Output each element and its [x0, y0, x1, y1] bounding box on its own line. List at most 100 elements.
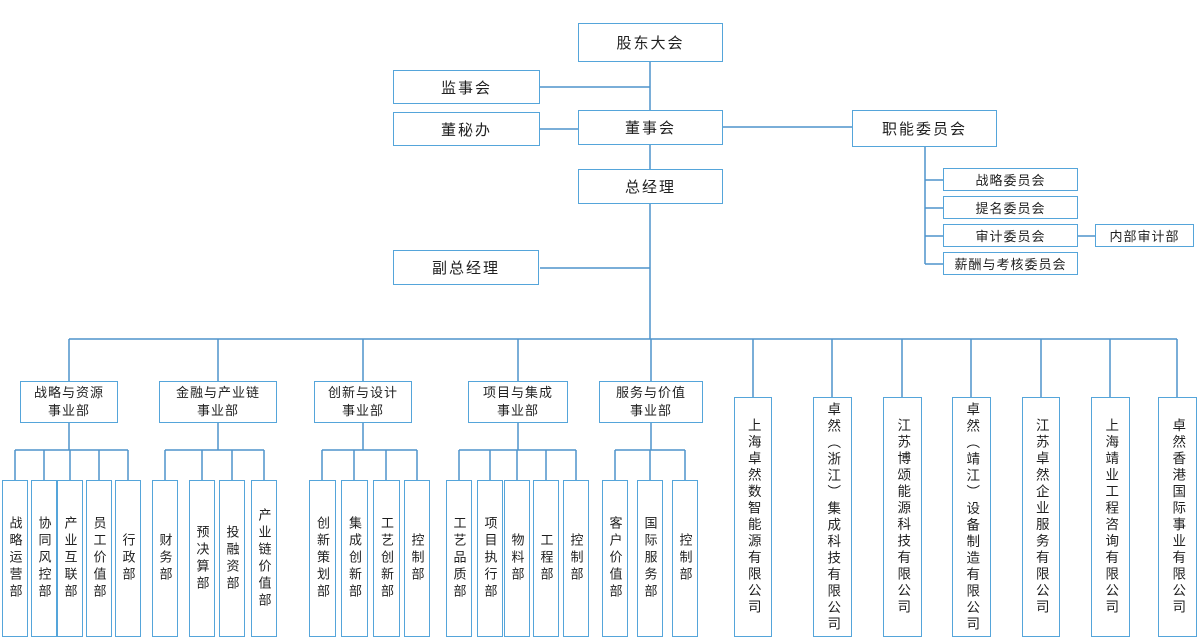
node-board-of-directors: 董事会	[578, 110, 723, 145]
division-line1: 战略与资源	[33, 385, 104, 401]
node-label: 战略委员会	[975, 173, 1046, 188]
node-subsidiary: 卓然香港国际事业有限公司	[1158, 397, 1197, 637]
division-line1: 项目与集成	[482, 385, 553, 401]
node-dept: 控制部	[563, 480, 589, 637]
node-dept: 客户价值部	[602, 480, 628, 637]
node-label: 产业链价值部	[256, 507, 272, 610]
node-dept: 控制部	[672, 480, 698, 637]
node-supervisory-board: 监事会	[393, 70, 540, 104]
node-dept: 物料部	[504, 480, 530, 637]
node-division-finance-industry-chain: 金融与产业链 事业部	[159, 381, 277, 423]
node-committee-nomination: 提名委员会	[943, 196, 1078, 219]
node-division-strategy-resources: 战略与资源 事业部	[20, 381, 118, 423]
node-label: 控制部	[568, 533, 584, 584]
node-label: 创新策划部	[315, 516, 330, 601]
node-label: 集成创新部	[347, 516, 362, 601]
node-dept: 协同风控部	[31, 480, 57, 637]
node-dept: 控制部	[404, 480, 430, 637]
node-dept: 员工价值部	[86, 480, 112, 637]
node-label: 卓然（浙江）集成科技有限公司	[825, 401, 841, 633]
node-label: 工艺创新部	[379, 516, 394, 601]
node-label: 职能委员会	[881, 122, 967, 138]
node-shareholders-meeting: 股东大会	[578, 23, 723, 62]
node-label: 审计委员会	[975, 229, 1046, 244]
node-label: 上海靖业工程咨询有限公司	[1103, 418, 1119, 616]
node-label: 上海卓然数智能源有限公司	[745, 418, 761, 616]
node-division-service-value: 服务与价值 事业部	[599, 381, 703, 423]
node-deputy-general-manager: 副总经理	[393, 250, 539, 285]
node-subsidiary: 江苏博颂能源科技有限公司	[883, 397, 922, 637]
node-label: 副总经理	[431, 261, 500, 277]
node-label: 董事会	[624, 121, 676, 137]
node-label: 卓然香港国际事业有限公司	[1170, 418, 1186, 616]
node-dept: 集成创新部	[341, 480, 368, 637]
node-internal-audit-dept: 内部审计部	[1095, 224, 1194, 247]
node-label: 协同风控部	[36, 516, 52, 601]
node-label: 客户价值部	[607, 516, 623, 601]
node-label: 监事会	[440, 80, 492, 97]
node-label: 项目与集成 事业部	[483, 384, 553, 419]
node-subsidiary: 卓然（浙江）集成科技有限公司	[813, 397, 852, 637]
node-dept: 工程部	[533, 480, 559, 637]
node-dept: 投融资部	[219, 480, 245, 637]
node-label: 员工价值部	[91, 516, 107, 601]
node-dept: 产业链价值部	[251, 480, 277, 637]
node-label: 物料部	[509, 533, 525, 584]
node-label: 提名委员会	[975, 201, 1046, 216]
node-subsidiary: 江苏卓然企业服务有限公司	[1022, 397, 1060, 637]
node-dept: 战略运营部	[2, 480, 28, 637]
node-label: 薪酬与考核委员会	[954, 257, 1067, 272]
division-line2: 事业部	[496, 403, 539, 418]
node-label: 创新与设计 事业部	[328, 384, 398, 419]
node-label: 国际服务部	[642, 516, 658, 601]
node-label: 董秘办	[440, 122, 492, 139]
node-label: 总经理	[624, 180, 676, 196]
division-line2: 事业部	[629, 403, 672, 418]
node-label: 工程部	[538, 533, 554, 584]
node-dept: 产业互联部	[57, 480, 83, 637]
node-label: 财务部	[157, 533, 173, 584]
node-label: 服务与价值 事业部	[616, 384, 686, 419]
node-label: 项目执行部	[482, 516, 498, 601]
node-dept: 财务部	[152, 480, 178, 637]
node-dept: 行政部	[115, 480, 141, 637]
node-board-secretary-office: 董秘办	[393, 112, 540, 146]
division-line2: 事业部	[341, 403, 384, 418]
node-subsidiary: 卓然（靖江）设备制造有限公司	[952, 397, 991, 637]
division-line1: 服务与价值	[615, 385, 686, 401]
division-line1: 创新与设计	[327, 385, 398, 401]
division-line2: 事业部	[196, 403, 239, 418]
node-label: 工艺品质部	[451, 516, 467, 601]
node-label: 股东大会	[616, 36, 685, 52]
node-label: 预决算部	[194, 524, 210, 593]
node-dept: 创新策划部	[309, 480, 336, 637]
node-subsidiary: 上海卓然数智能源有限公司	[734, 397, 772, 637]
node-committee-strategy: 战略委员会	[943, 168, 1078, 191]
node-division-project-integration: 项目与集成 事业部	[468, 381, 568, 423]
node-label: 卓然（靖江）设备制造有限公司	[964, 401, 980, 633]
node-label: 产业互联部	[62, 516, 78, 601]
node-subsidiary: 上海靖业工程咨询有限公司	[1091, 397, 1130, 637]
node-label: 控制部	[409, 533, 425, 584]
node-committee-audit: 审计委员会	[943, 224, 1078, 247]
node-general-manager: 总经理	[578, 169, 723, 204]
node-label: 控制部	[677, 533, 693, 584]
node-label: 内部审计部	[1109, 229, 1180, 244]
node-dept: 项目执行部	[477, 480, 503, 637]
node-label: 投融资部	[224, 524, 240, 593]
node-dept: 工艺创新部	[373, 480, 400, 637]
node-division-innovation-design: 创新与设计 事业部	[314, 381, 412, 423]
node-committee-compensation: 薪酬与考核委员会	[943, 252, 1078, 275]
node-dept: 国际服务部	[637, 480, 663, 637]
division-line1: 金融与产业链	[175, 385, 260, 401]
division-line2: 事业部	[47, 403, 90, 418]
node-label: 战略运营部	[7, 516, 23, 601]
node-label: 战略与资源 事业部	[34, 384, 104, 419]
node-dept: 工艺品质部	[446, 480, 472, 637]
node-label: 金融与产业链 事业部	[176, 384, 260, 419]
node-dept: 预决算部	[189, 480, 215, 637]
node-label: 行政部	[120, 533, 136, 584]
node-label: 江苏博颂能源科技有限公司	[895, 418, 911, 616]
node-functional-committees: 职能委员会	[852, 110, 997, 147]
